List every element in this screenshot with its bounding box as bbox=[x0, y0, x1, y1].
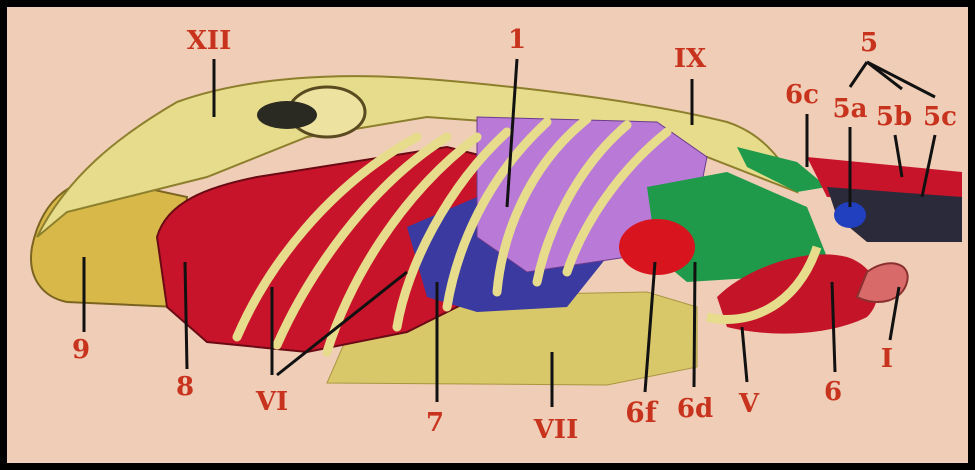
red-bulge-6f bbox=[619, 219, 695, 275]
label-i: I bbox=[881, 346, 893, 372]
label-5: 5 bbox=[860, 30, 878, 56]
label-5c: 5c bbox=[923, 104, 957, 130]
label-6d: 6d bbox=[677, 396, 713, 422]
label-7: 7 bbox=[426, 410, 444, 436]
label-9: 9 bbox=[72, 337, 90, 363]
label-6c: 6c bbox=[785, 82, 819, 108]
nasal-opening bbox=[257, 101, 317, 129]
label-5b: 5b bbox=[876, 104, 912, 130]
label-6: 6 bbox=[824, 379, 842, 405]
label-v: V bbox=[739, 391, 759, 417]
label-xii: XII bbox=[187, 28, 232, 54]
label-1: 1 bbox=[508, 27, 526, 53]
label-vi: VI bbox=[256, 389, 288, 415]
label-vii: VII bbox=[534, 417, 579, 443]
label-ix: IX bbox=[674, 46, 706, 72]
label-6f: 6f bbox=[625, 400, 657, 426]
label-8: 8 bbox=[176, 374, 194, 400]
label-5a: 5a bbox=[833, 96, 868, 122]
specimen-photo: XII 1 IX 5 6c 5a 5b 5c 9 8 VI 7 VII 6f 6… bbox=[7, 7, 968, 463]
